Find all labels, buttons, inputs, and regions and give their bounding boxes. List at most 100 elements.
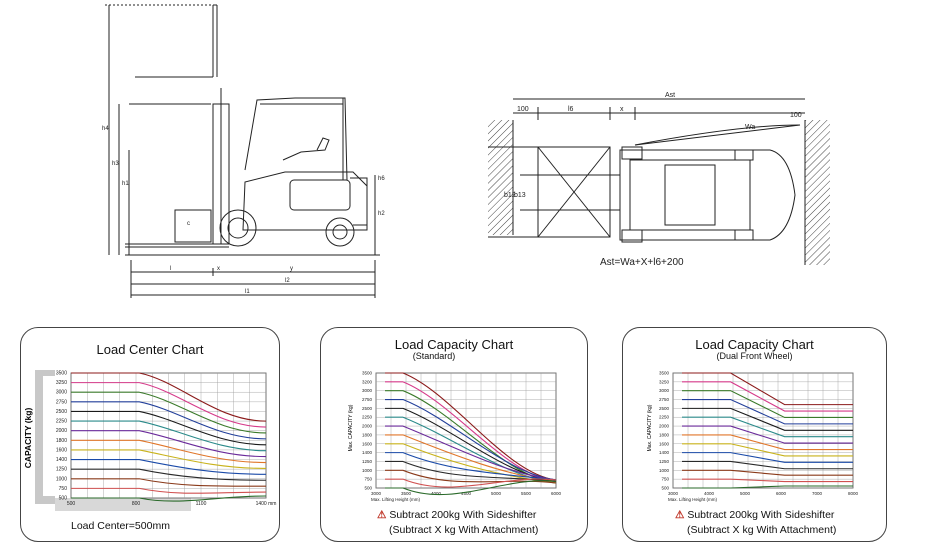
- dim-b13: b13: [514, 192, 526, 199]
- dim-x: x: [217, 266, 220, 272]
- y-tick-label: 2750: [659, 397, 670, 402]
- chart-title: Load Capacity Chart: [394, 337, 514, 352]
- chart-subtitle: (Standard): [412, 351, 456, 361]
- capacity-curve: [682, 434, 853, 451]
- x-tick-label: 500: [67, 501, 76, 507]
- dim-h4: h4: [102, 126, 109, 132]
- capacity-curve: [71, 401, 267, 440]
- warning-text: Subtract 200kg With Sideshifter: [687, 509, 835, 521]
- warning-text: Subtract 200kg With Sideshifter: [389, 509, 537, 521]
- dim-l2: l2: [285, 278, 290, 284]
- y-tick-label: 500: [59, 496, 68, 502]
- y-tick-label: 1000: [362, 468, 373, 473]
- capacity-curve: [385, 390, 557, 484]
- capacity-curve: [682, 398, 853, 425]
- capacity-curve: [385, 372, 557, 481]
- chart-title: Load Center Chart: [96, 342, 204, 357]
- chart-subtitle: (Dual Front Wheel): [716, 351, 793, 361]
- x-tick-label: 1100: [196, 501, 207, 507]
- y-tick-label: 3000: [56, 390, 67, 396]
- y-tick-label: 1250: [659, 459, 670, 464]
- capacity-curve: [385, 398, 557, 481]
- load-capacity-standard-panel: Load Capacity Chart (Standard) Max. CAPA…: [320, 327, 588, 542]
- capacity-curve: [385, 425, 557, 481]
- load-center-chart: CAPACITY (kg) 35003250300027502500225020…: [23, 370, 277, 511]
- y-tick-label: 1600: [659, 441, 670, 446]
- attachment-note: (Subtract X kg With Attachment): [687, 524, 837, 536]
- capacity-curve: [71, 487, 267, 494]
- y-tick-label: 1800: [362, 432, 373, 437]
- y-tick-label: 3250: [659, 379, 670, 384]
- capacity-curve: [71, 458, 267, 475]
- dim-wa: Wa: [745, 124, 755, 131]
- y-tick-label: 1600: [56, 447, 67, 453]
- y-tick-label: 2250: [659, 415, 670, 420]
- capacity-curve: [71, 495, 267, 502]
- y-tick-label: 750: [59, 486, 68, 492]
- x-axis-label: Max. Lifting Height (mm): [668, 497, 718, 502]
- y-tick-label: 2000: [56, 428, 67, 434]
- y-tick-label: 1800: [659, 432, 670, 437]
- capacity-curve: [71, 468, 267, 481]
- dim-h2: h2: [378, 211, 385, 217]
- sideshifter-warning: ⚠ Subtract 200kg With Sideshifter: [675, 509, 834, 521]
- dim-h1: h1: [122, 181, 129, 187]
- y-tick-label: 2750: [56, 399, 67, 405]
- capacity-curve: [682, 372, 853, 406]
- x-tick-label: 1400 mm: [256, 501, 277, 507]
- x-tick-label: 3500: [401, 491, 412, 496]
- capacity-curve: [682, 460, 853, 470]
- y-tick-label: 500: [364, 486, 372, 491]
- load-capacity-dual-wheel-panel: Load Capacity Chart (Dual Front Wheel) M…: [622, 327, 887, 542]
- chart-title: Load Capacity Chart: [695, 337, 814, 352]
- capacity-curve: [682, 478, 853, 483]
- y-tick-label: 3500: [362, 371, 373, 376]
- dim-100-right: 100: [790, 112, 802, 119]
- x-axis-label: Max. Lifting Height (mm): [371, 497, 421, 502]
- capacity-curve: [71, 372, 267, 422]
- y-tick-label: 2000: [362, 424, 373, 429]
- x-tick-label: 4000: [704, 491, 715, 496]
- x-tick-label: 6000: [776, 491, 787, 496]
- dim-b12: b12: [504, 192, 516, 199]
- capacity-bracket: [35, 370, 55, 504]
- x-tick-label: 3000: [371, 491, 382, 496]
- aisle-formula: Ast=Wa+X+l6+200: [600, 257, 684, 268]
- y-tick-label: 1000: [56, 476, 67, 482]
- warning-icon: ⚠: [675, 509, 685, 521]
- capacity-bracket-bottom: [55, 498, 191, 511]
- y-tick-label: 2250: [362, 415, 373, 420]
- dim-y: y: [290, 266, 293, 272]
- y-tick-label: 1800: [56, 438, 67, 444]
- capacity-curve: [682, 381, 853, 412]
- y-tick-label: 2500: [659, 406, 670, 411]
- chart-ylabel: Max. CAPACITY (kg): [647, 404, 653, 451]
- dim-h3: h3: [112, 161, 119, 167]
- capacity-curve: [385, 478, 557, 488]
- dim-x-top: x: [620, 106, 624, 113]
- y-tick-label: 1600: [362, 441, 373, 446]
- y-tick-label: 2000: [659, 424, 670, 429]
- x-tick-label: 6000: [551, 491, 562, 496]
- capacity-curve: [71, 478, 267, 487]
- warning-icon: ⚠: [377, 509, 387, 521]
- capacity-curve: [71, 430, 267, 458]
- y-tick-label: 3250: [56, 380, 67, 386]
- chart-ylabel: CAPACITY (kg): [23, 408, 33, 469]
- capacity-curve: [385, 452, 557, 481]
- capacity-curve: [682, 390, 853, 419]
- capacity-curve: [682, 485, 853, 489]
- y-tick-label: 1250: [362, 459, 373, 464]
- capacity-curve: [385, 434, 557, 482]
- y-tick-label: 2750: [362, 397, 373, 402]
- x-tick-label: 4000: [431, 491, 442, 496]
- y-tick-label: 500: [661, 486, 669, 491]
- y-tick-label: 3500: [659, 371, 670, 376]
- forklift-top-view-drawing: 100 l6 x Ast Wa 100 b12 b13 Ast=Wa+X+l6+…: [488, 92, 830, 268]
- y-tick-label: 2500: [362, 406, 373, 411]
- capacity-curve: [385, 460, 557, 482]
- capacity-curve: [71, 420, 267, 452]
- chart-ylabel: Max. CAPACITY (kg): [348, 404, 354, 451]
- x-tick-label: 7000: [812, 491, 823, 496]
- load-capacity-dual-wheel-chart: Max. CAPACITY (kg) 350032503000275025002…: [647, 371, 859, 503]
